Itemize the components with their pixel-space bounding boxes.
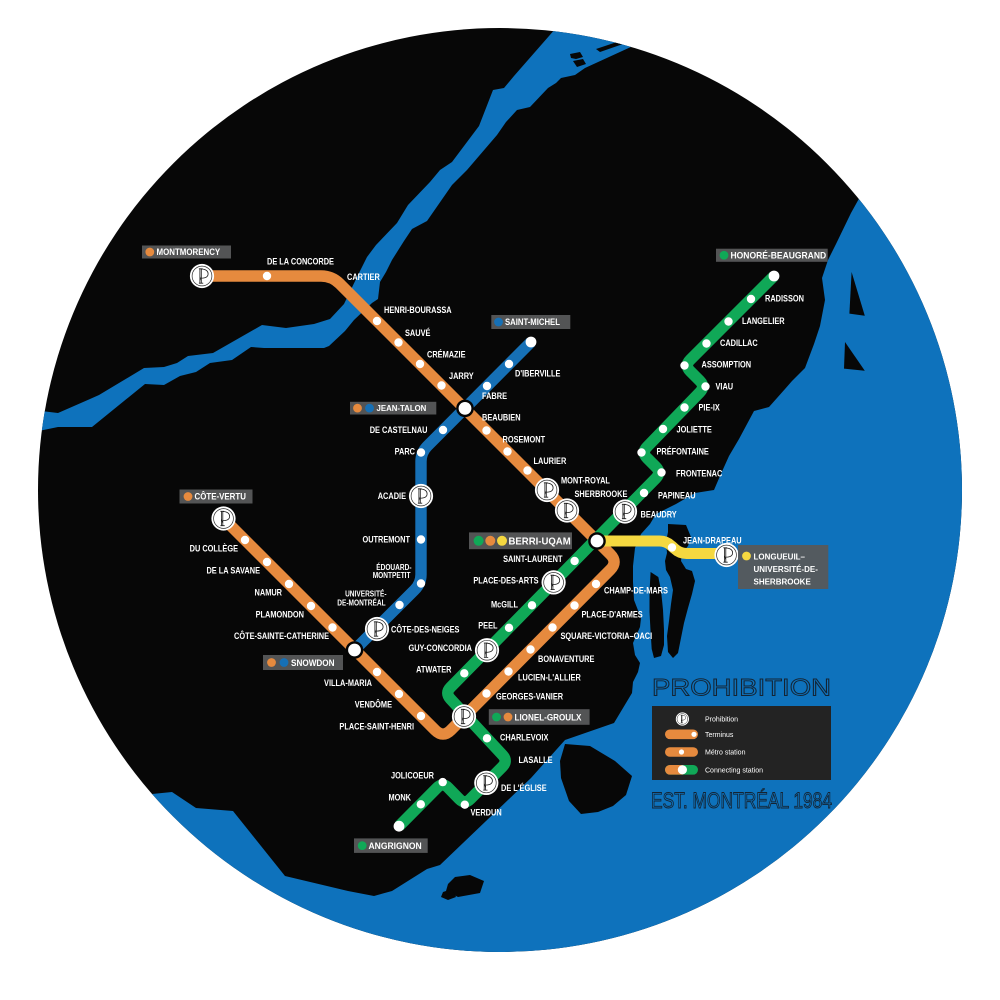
svg-text:Connecting station: Connecting station (705, 768, 763, 775)
svg-text:NAMUR: NAMUR (255, 588, 283, 598)
svg-text:CÔTE-SAINTE-CATHERINE: CÔTE-SAINTE-CATHERINE (234, 631, 329, 641)
svg-text:BONAVENTURE: BONAVENTURE (538, 654, 595, 664)
svg-text:DE-MONTRÉAL: DE-MONTRÉAL (337, 598, 386, 608)
svg-text:RADISSON: RADISSON (765, 294, 804, 304)
svg-text:HENRI-BOURASSA: HENRI-BOURASSA (384, 305, 452, 315)
svg-text:LIONEL-GROULX: LIONEL-GROULX (515, 712, 582, 723)
svg-text:PLACE-SAINT-HENRI: PLACE-SAINT-HENRI (339, 722, 414, 732)
svg-text:DE L'ÉGLISE: DE L'ÉGLISE (501, 783, 547, 793)
svg-text:D'IBERVILLE: D'IBERVILLE (515, 369, 561, 379)
svg-text:PARC: PARC (395, 447, 415, 457)
svg-text:PLACE-D'ARMES: PLACE-D'ARMES (582, 610, 644, 620)
svg-text:MONTMORENCY: MONTMORENCY (157, 247, 221, 258)
svg-text:SAINT-LAURENT: SAINT-LAURENT (503, 554, 562, 564)
svg-text:UNIVERSITÉ-DE-: UNIVERSITÉ-DE- (754, 564, 819, 574)
svg-text:DU COLLÈGE: DU COLLÈGE (190, 544, 239, 554)
svg-text:MONTPETIT: MONTPETIT (373, 571, 411, 581)
svg-text:Prohibition: Prohibition (705, 717, 738, 724)
svg-text:Métro station: Métro station (705, 750, 746, 757)
svg-text:DE CASTELNAU: DE CASTELNAU (370, 425, 428, 435)
svg-text:CHAMP-DE-MARS: CHAMP-DE-MARS (604, 586, 668, 596)
svg-text:VENDÔME: VENDÔME (355, 700, 393, 710)
svg-text:MONT-ROYAL: MONT-ROYAL (561, 476, 610, 486)
svg-text:DE LA CONCORDE: DE LA CONCORDE (267, 257, 334, 267)
svg-text:LANGELIER: LANGELIER (742, 316, 785, 326)
svg-text:ANGRIGNON: ANGRIGNON (369, 841, 422, 851)
svg-text:LAURIER: LAURIER (534, 456, 567, 466)
svg-text:JOLICOEUR: JOLICOEUR (391, 771, 434, 781)
svg-text:PIE-IX: PIE-IX (699, 403, 721, 413)
svg-text:McGILL: McGILL (491, 600, 518, 610)
svg-text:BERRI-UQAM: BERRI-UQAM (509, 536, 571, 547)
svg-text:CÔTE-DES-NEIGES: CÔTE-DES-NEIGES (391, 625, 460, 635)
svg-text:JARRY: JARRY (449, 371, 474, 381)
svg-text:UNIVERSITÉ-: UNIVERSITÉ- (345, 589, 387, 599)
svg-text:BEAUDRY: BEAUDRY (641, 510, 678, 520)
svg-text:JOLIETTE: JOLIETTE (677, 425, 713, 435)
svg-text:SQUARE-VICTORIA–OACI: SQUARE-VICTORIA–OACI (561, 631, 653, 641)
svg-text:VERDUN: VERDUN (471, 808, 502, 818)
svg-text:VILLA-MARIA: VILLA-MARIA (324, 678, 372, 688)
svg-text:SAINT-MICHEL: SAINT-MICHEL (505, 318, 560, 328)
svg-text:CÔTE-VERTU: CÔTE-VERTU (195, 490, 246, 502)
svg-text:Terminus: Terminus (705, 732, 734, 739)
svg-text:ACADIE: ACADIE (378, 491, 407, 501)
svg-text:ASSOMPTION: ASSOMPTION (702, 360, 752, 370)
svg-text:JEAN-DRAPEAU: JEAN-DRAPEAU (683, 536, 742, 546)
svg-text:PLAMONDON: PLAMONDON (256, 610, 304, 620)
svg-text:GEORGES-VANIER: GEORGES-VANIER (496, 692, 563, 702)
svg-text:ATWATER: ATWATER (416, 665, 452, 675)
svg-text:ROSEMONT: ROSEMONT (503, 435, 546, 445)
svg-text:PAPINEAU: PAPINEAU (658, 491, 696, 501)
svg-text:CRÉMAZIE: CRÉMAZIE (427, 350, 466, 360)
svg-text:PEEL: PEEL (478, 621, 497, 631)
svg-text:SHERBROOKE: SHERBROOKE (575, 489, 628, 499)
svg-text:CHARLEVOIX: CHARLEVOIX (500, 733, 549, 743)
svg-text:DE LA SAVANE: DE LA SAVANE (206, 566, 260, 576)
svg-text:SNOWDON: SNOWDON (291, 657, 335, 668)
svg-text:LASALLE: LASALLE (519, 755, 554, 765)
svg-text:LONGUEUIL–: LONGUEUIL– (754, 551, 806, 561)
svg-text:PROHIBITION: PROHIBITION (652, 675, 831, 702)
svg-text:PLACE-DES-ARTS: PLACE-DES-ARTS (473, 576, 539, 586)
svg-text:MONK: MONK (388, 793, 411, 803)
svg-text:VIAU: VIAU (716, 382, 734, 392)
svg-text:BEAUBIEN: BEAUBIEN (482, 413, 521, 423)
svg-text:FABRE: FABRE (482, 391, 508, 401)
svg-text:EST. MONTRÉAL 1984: EST. MONTRÉAL 1984 (651, 788, 832, 813)
svg-text:ÉDOUARD-: ÉDOUARD- (376, 562, 412, 572)
svg-text:LUCIEN-L'ALLIER: LUCIEN-L'ALLIER (518, 673, 581, 683)
svg-text:CARTIER: CARTIER (347, 272, 380, 282)
svg-text:SAUVÉ: SAUVÉ (405, 328, 431, 338)
svg-text:PRÉFONTAINE: PRÉFONTAINE (657, 447, 710, 457)
svg-text:FRONTENAC: FRONTENAC (676, 469, 722, 479)
svg-text:JEAN-TALON: JEAN-TALON (377, 404, 427, 413)
svg-text:GUY-CONCORDIA: GUY-CONCORDIA (408, 643, 472, 653)
svg-text:HONORÉ-BEAUGRAND: HONORÉ-BEAUGRAND (731, 250, 827, 260)
svg-text:CADILLAC: CADILLAC (720, 338, 758, 348)
svg-text:SHERBROOKE: SHERBROOKE (754, 576, 812, 586)
svg-text:OUTREMONT: OUTREMONT (362, 535, 410, 545)
